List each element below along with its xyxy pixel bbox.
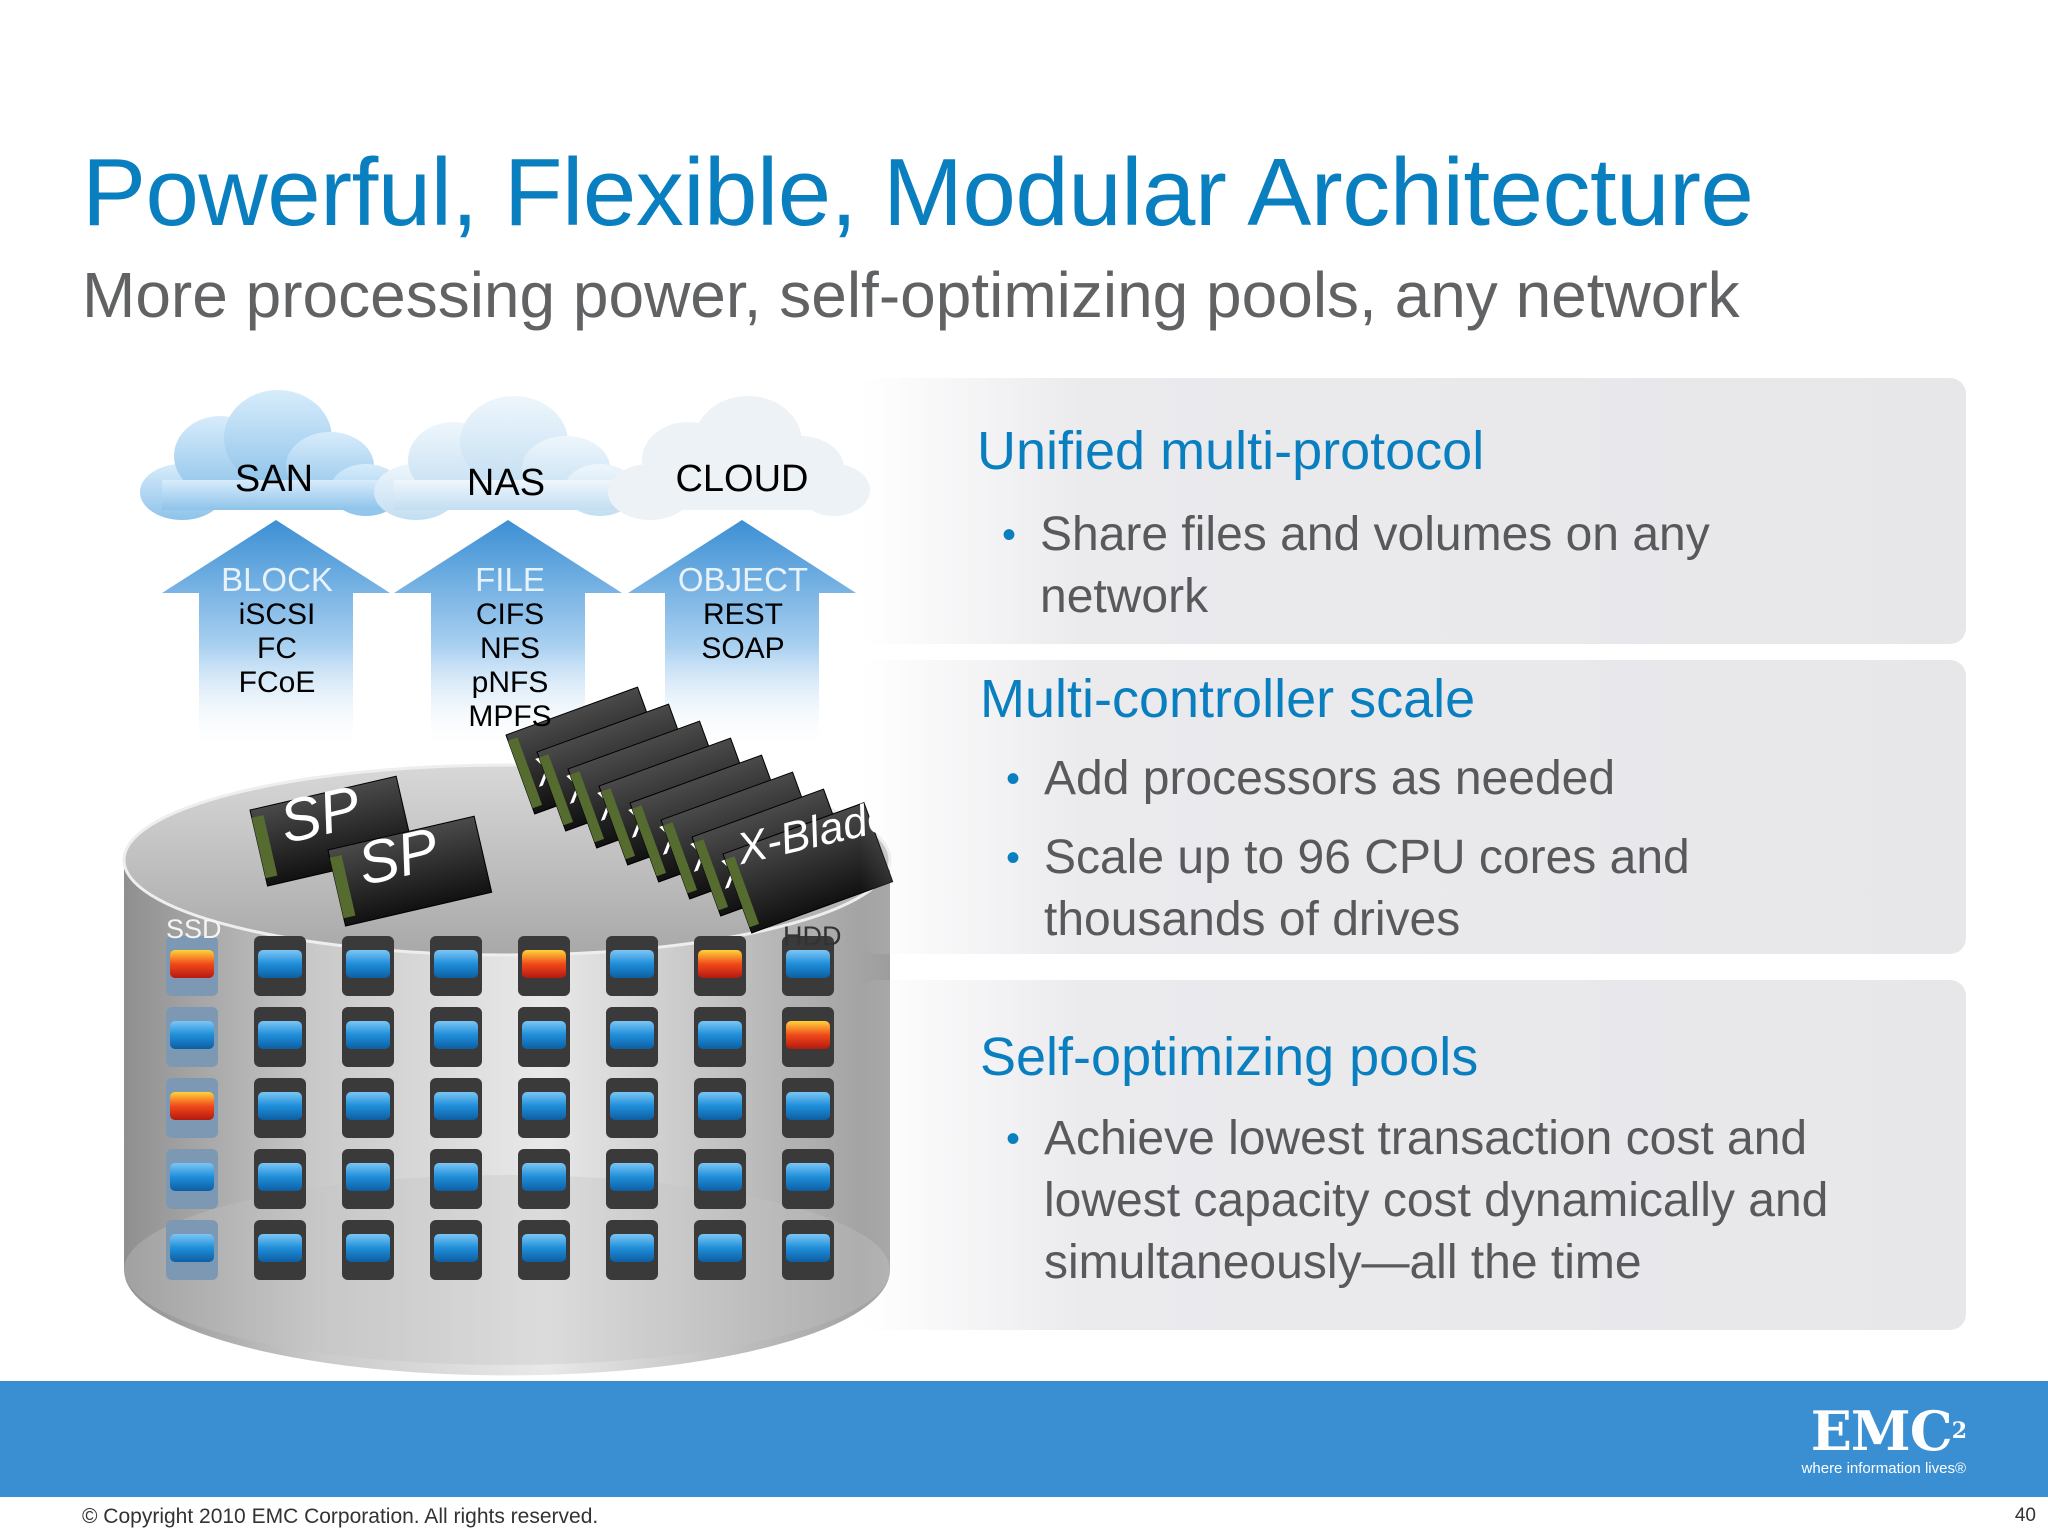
hdd-drive bbox=[786, 1163, 830, 1191]
emc-logo: EMC2 where information lives® bbox=[1766, 1404, 1967, 1477]
hdd-drive bbox=[698, 1234, 742, 1262]
hdd-drive bbox=[698, 1021, 742, 1049]
panel-multi-controller-scale: Multi-controller scale • Add processors … bbox=[860, 660, 1966, 954]
hdd-drive bbox=[434, 1234, 478, 1262]
ssd-label: SSD bbox=[166, 914, 222, 944]
hdd-drive bbox=[434, 1021, 478, 1049]
hdd-drive bbox=[434, 1092, 478, 1120]
slide-subtitle: More processing power, self-optimizing p… bbox=[82, 259, 1740, 331]
hdd-drive bbox=[434, 950, 478, 978]
hdd-label: HDD bbox=[783, 921, 842, 951]
cloud-cloud bbox=[608, 396, 870, 520]
protocol-item: pNFS bbox=[471, 666, 549, 699]
hdd-drive bbox=[522, 1163, 566, 1191]
hdd-drive bbox=[258, 1234, 302, 1262]
hdd-drive bbox=[258, 1092, 302, 1120]
architecture-diagram: XXXXXXX bbox=[122, 390, 894, 1376]
protocol-item: CIFS bbox=[475, 598, 545, 631]
hdd-drive bbox=[786, 950, 830, 978]
ssd-drive bbox=[786, 1021, 830, 1049]
bullet-item: • Scale up to 96 CPU cores and thousands… bbox=[1006, 827, 1784, 951]
hdd-drive bbox=[434, 1163, 478, 1191]
slide-title: Powerful, Flexible, Modular Architecture bbox=[82, 139, 1754, 246]
file-arrow bbox=[394, 520, 622, 750]
hdd-drive bbox=[786, 1092, 830, 1120]
ssd-drive bbox=[522, 950, 566, 978]
bullet-icon: • bbox=[1002, 513, 1017, 557]
protocol-item: SOAP bbox=[701, 632, 785, 665]
hdd-drive bbox=[698, 1163, 742, 1191]
hdd-drive bbox=[346, 950, 390, 978]
panel-self-optimizing-pools: Self-optimizing pools • Achieve lowest t… bbox=[860, 980, 1966, 1330]
hdd-drive bbox=[698, 1092, 742, 1120]
block-protocols: iSCSI FC FCoE bbox=[167, 598, 387, 700]
hdd-drive bbox=[610, 1092, 654, 1120]
hdd-drive bbox=[522, 1092, 566, 1120]
hdd-drive bbox=[610, 1234, 654, 1262]
protocol-item: iSCSI bbox=[238, 598, 316, 631]
bullet-icon: • bbox=[1006, 836, 1021, 880]
logo-tagline: where information lives® bbox=[1801, 1460, 1966, 1477]
bullet-text: Achieve lowest transaction cost and lowe… bbox=[1044, 1112, 1829, 1289]
hdd-drive bbox=[170, 1163, 214, 1191]
hdd-drive bbox=[346, 1021, 390, 1049]
block-arrow bbox=[162, 520, 390, 750]
bullet-text: Add processors as needed bbox=[1044, 752, 1616, 805]
protocol-item: MPFS bbox=[468, 700, 552, 733]
protocol-item: FCoE bbox=[238, 666, 316, 699]
protocol-item: REST bbox=[702, 598, 783, 631]
san-label: SAN bbox=[234, 458, 314, 500]
hdd-drive bbox=[346, 1234, 390, 1262]
protocol-item: NFS bbox=[480, 632, 540, 665]
hdd-drive bbox=[610, 1021, 654, 1049]
cloud-label: CLOUD bbox=[675, 458, 809, 500]
bullet-text: Scale up to 96 CPU cores and thousands o… bbox=[1044, 831, 1690, 946]
panel-heading: Multi-controller scale bbox=[980, 669, 1476, 729]
logo-word: EMC bbox=[1810, 1399, 1953, 1463]
protocol-item: FC bbox=[257, 632, 297, 665]
hdd-drive bbox=[522, 1021, 566, 1049]
hdd-drive bbox=[170, 1021, 214, 1049]
hdd-drive bbox=[258, 1021, 302, 1049]
hdd-drive bbox=[522, 1234, 566, 1262]
hdd-drive bbox=[258, 950, 302, 978]
ssd-drive bbox=[698, 950, 742, 978]
hdd-drive bbox=[346, 1092, 390, 1120]
drive-grid bbox=[166, 936, 834, 1280]
panel-unified-multi-protocol: Unified multi-protocol • Share files and… bbox=[860, 378, 1966, 644]
panel-heading: Self-optimizing pools bbox=[980, 1027, 1479, 1087]
bullet-icon: • bbox=[1006, 1117, 1021, 1161]
hdd-drive bbox=[610, 1163, 654, 1191]
nas-label: NAS bbox=[466, 462, 546, 504]
bullet-item: • Achieve lowest transaction cost and lo… bbox=[1006, 1108, 1904, 1294]
bullet-item: • Share files and volumes on any network bbox=[1002, 504, 1800, 628]
bullet-icon: • bbox=[1006, 757, 1021, 801]
logo-superscript: 2 bbox=[1951, 1418, 1967, 1444]
hdd-drive bbox=[346, 1163, 390, 1191]
storage-processor-2 bbox=[327, 815, 493, 927]
object-protocols: REST SOAP bbox=[633, 598, 853, 666]
ssd-drive bbox=[170, 1092, 214, 1120]
x-blade-stack: XXXXXXX bbox=[505, 686, 894, 934]
panel-heading: Unified multi-protocol bbox=[977, 421, 1485, 481]
copyright-text: © Copyright 2010 EMC Corporation. All ri… bbox=[82, 1505, 599, 1528]
ssd-drive bbox=[170, 950, 214, 978]
block-arrow-title: BLOCK bbox=[221, 561, 333, 598]
page-number: 40 bbox=[2014, 1505, 2036, 1526]
hdd-drive bbox=[610, 950, 654, 978]
hdd-drive bbox=[786, 1234, 830, 1262]
object-arrow bbox=[628, 520, 856, 750]
hdd-drive bbox=[258, 1163, 302, 1191]
object-arrow-title: OBJECT bbox=[677, 561, 809, 598]
bullet-text: Share files and volumes on any network bbox=[1040, 508, 1710, 623]
file-arrow-title: FILE bbox=[475, 561, 545, 598]
footer-bar bbox=[0, 1381, 2048, 1497]
bullet-item: • Add processors as needed bbox=[1006, 748, 1804, 810]
hdd-drive bbox=[170, 1234, 214, 1262]
file-protocols: CIFS NFS pNFS MPFS bbox=[400, 598, 620, 734]
